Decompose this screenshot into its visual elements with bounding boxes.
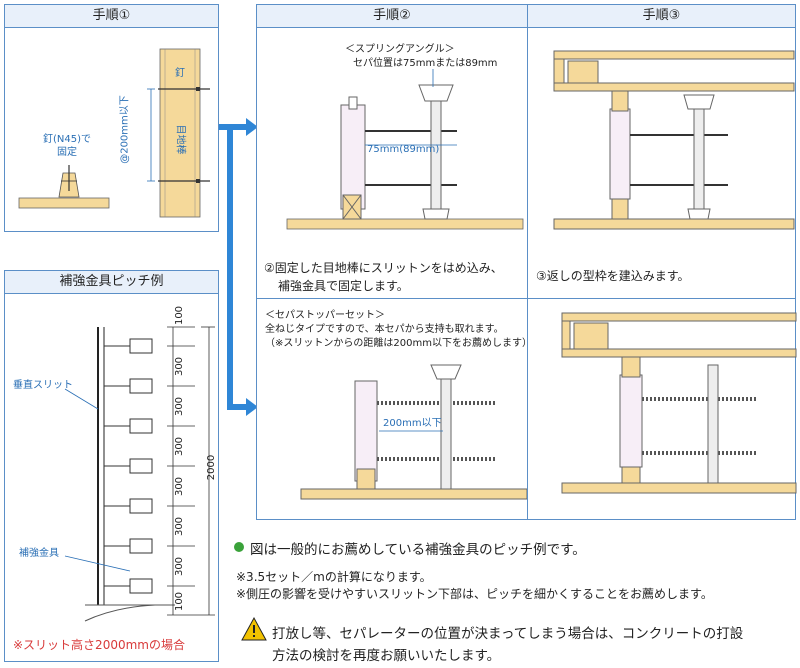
stopper-heading: ＜セパストッパーセット＞	[265, 310, 385, 321]
step1-diagram	[18, 48, 210, 218]
step2-title: 手順②	[257, 5, 527, 28]
step1-title: 手順①	[5, 5, 218, 28]
pitch-spacing-3: 300	[174, 436, 186, 457]
pitch-panel: 補強金具ピッチ例	[4, 270, 219, 662]
stopper-dim-label: 200mm以下	[383, 418, 442, 429]
joint-bar-label: 目地棒	[174, 124, 186, 155]
stopper-line2: （※スリットンからの距離は200mm以下をお薦めします）	[265, 338, 532, 349]
step3-diagram	[553, 50, 795, 230]
step3-caption-box	[527, 251, 796, 299]
pitch-total: 2000	[206, 454, 218, 481]
nail-short-label: 釘	[175, 68, 185, 79]
vertical-slit-label: 垂直スリット	[13, 380, 73, 391]
pitch-spacing-7: 100	[174, 591, 186, 612]
spacing-label: @200mm以下	[119, 95, 131, 164]
pitch-footnote: ※スリット高さ2000mmの場合	[13, 638, 185, 652]
step2-angle-label: ＜スプリングアングル＞	[345, 44, 455, 55]
warning-line1: 打放し等、セパレーターの位置が決まってしまう場合は、コンクリートの打設	[272, 626, 744, 642]
step3b-diagram	[561, 312, 797, 494]
step3-panel: 手順③	[527, 4, 796, 252]
step3-title: 手順③	[528, 5, 795, 28]
pitch-spacing-5: 300	[174, 516, 186, 537]
step3-caption: ③返しの型枠を建込みます。	[536, 269, 690, 283]
pitch-title: 補強金具ピッチ例	[5, 271, 218, 294]
bracket-label: 補強金具	[19, 548, 59, 559]
step2-dim-label: 75mm(89mm)	[367, 144, 440, 155]
step2-caption-line2: 補強金具で固定します。	[278, 279, 409, 293]
step2-sepa-pos: セパ位置は75mmまたは89mm	[353, 58, 498, 69]
nail-label: 釘(N45)で 固定	[42, 134, 91, 158]
step2-caption-line1: ②固定した目地棒にスリットンをはめ込み、	[264, 261, 503, 275]
warning-line2: 方法の検討を再度お願いいたします。	[272, 648, 501, 664]
step2-panel: 手順② ＜スプリングアングル＞ セパ位置は75mmまたは89mm 75mm(89…	[256, 4, 528, 252]
note-bullet: 図は一般的にお薦めしている補強金具のピッチ例です。	[250, 542, 586, 558]
note-2: ※側圧の影響を受けやすいスリットン下部は、ピッチを細かくすることをお薦めします。	[236, 587, 713, 601]
pitch-spacing-1: 300	[174, 356, 186, 377]
pitch-spacing-6: 300	[174, 556, 186, 577]
pitch-diagram	[64, 326, 215, 622]
step2-diagram	[286, 69, 524, 230]
step2-caption-box	[256, 251, 528, 299]
step1-panel: 手順① 釘(N45)で 固定 @200mm以下 釘 目地棒	[4, 4, 219, 232]
stopper-diagram	[300, 364, 528, 500]
stopper-line1: 全ねじタイプですので、本セパから支持も取れます。	[265, 324, 504, 335]
pitch-spacing-0: 100	[174, 305, 186, 326]
note-1: ※3.5セット／mの計算になります。	[236, 570, 432, 584]
step3b-panel	[527, 298, 797, 520]
pitch-spacing-2: 300	[174, 396, 186, 417]
bullet-dot	[234, 542, 244, 552]
stopper-panel: ＜セパストッパーセット＞ 全ねじタイプですので、本セパから支持も取れます。 （※…	[256, 298, 532, 520]
pitch-spacing-4: 300	[174, 476, 186, 497]
